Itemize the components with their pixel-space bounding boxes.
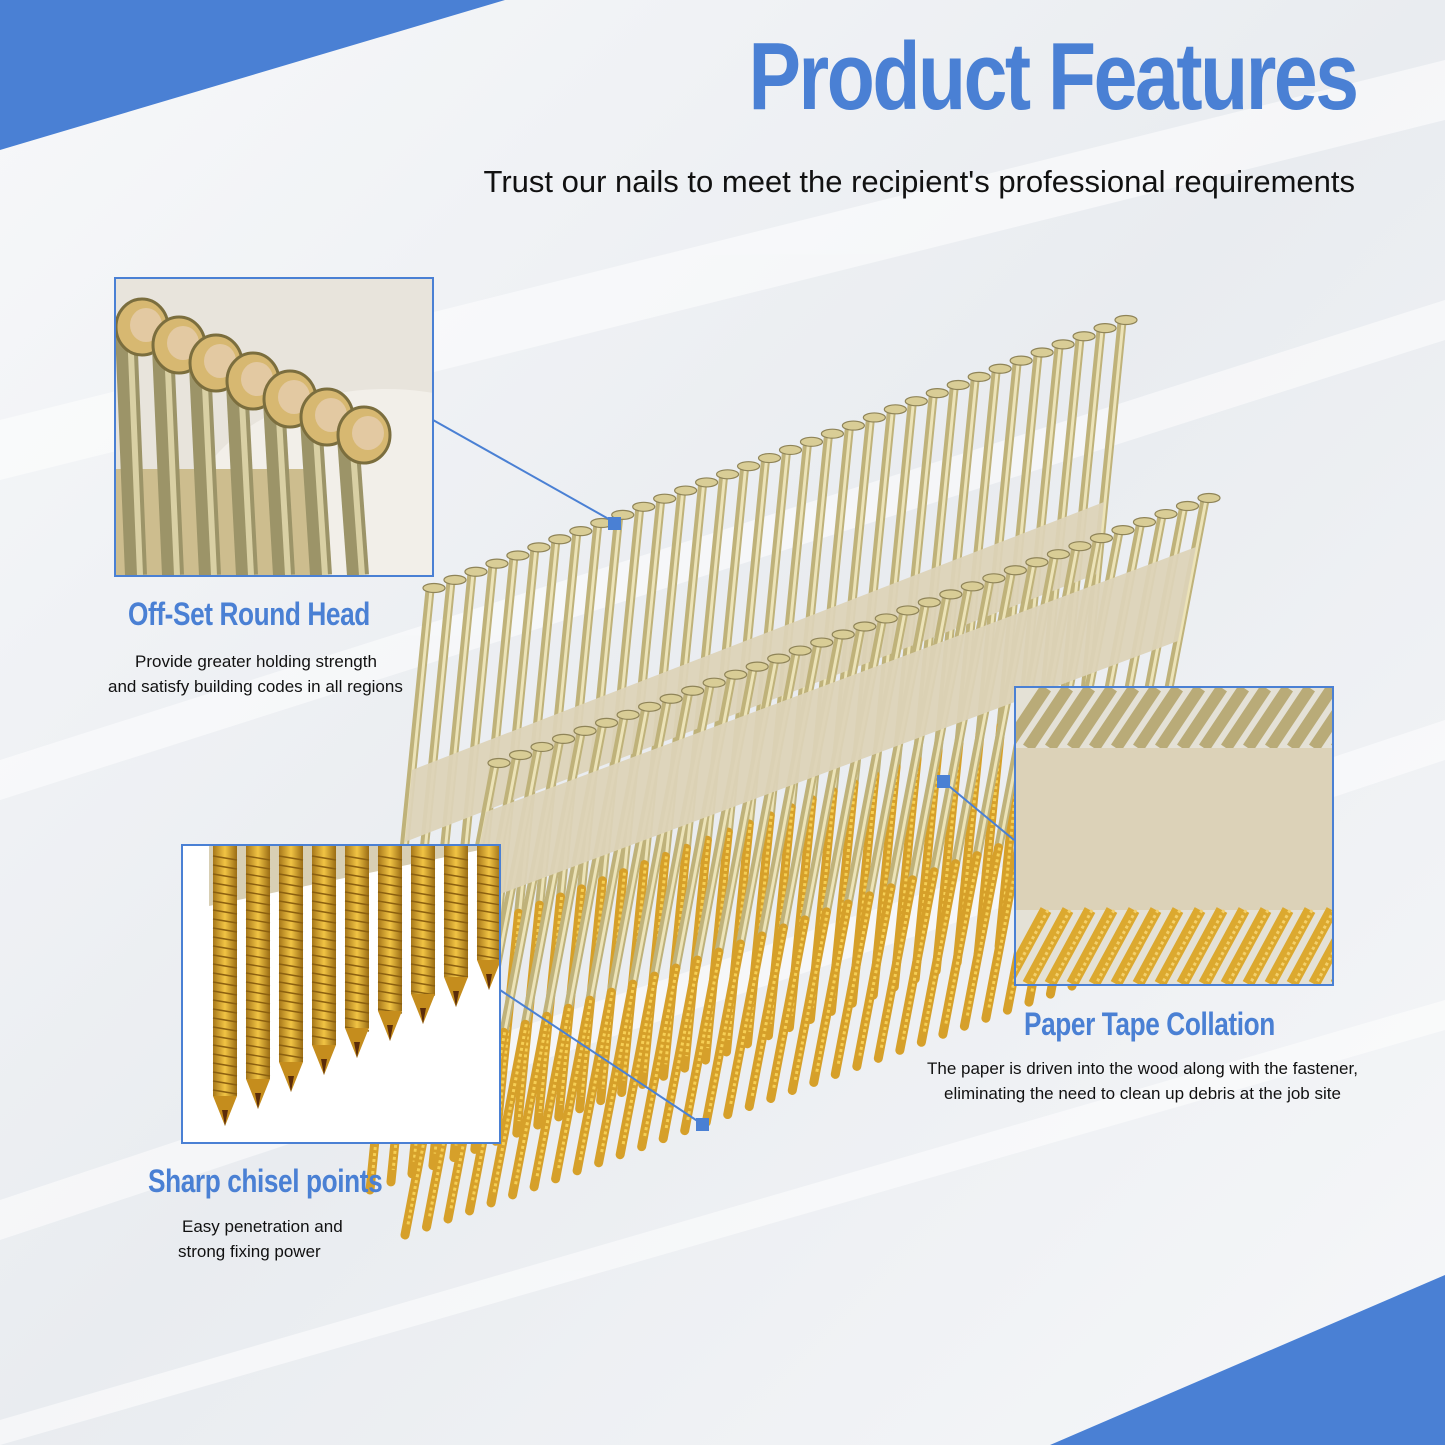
feature-desc-round-head-line2: and satisfy building codes in all region… (108, 677, 403, 696)
closeup-shank (1133, 688, 1183, 752)
page-title: Product Features (748, 23, 1360, 130)
closeup-chisel-point (311, 846, 337, 1075)
feature-desc-chisel-points-line2: strong fixing power (178, 1242, 321, 1261)
closeup-tip (1154, 907, 1206, 984)
closeup-tip (1264, 907, 1316, 984)
closeup-tip (1022, 907, 1074, 984)
closeup-tip (1016, 907, 1052, 979)
feature-desc-round-head-line1: Provide greater holding strength (135, 652, 377, 671)
closeup-shank (1243, 688, 1293, 752)
closeup-shank (1199, 688, 1249, 752)
closeup-chisel-point (245, 846, 271, 1109)
feature-title-paper-tape: Paper Tape Collation (1024, 1006, 1275, 1042)
feature-desc-paper-tape-line2: eliminating the need to clean up debris … (944, 1084, 1341, 1103)
front-strip-nail (486, 725, 597, 1208)
closeup-shank (1067, 688, 1117, 752)
closeup-tip (1286, 907, 1332, 984)
closeup-chisel-point (212, 846, 238, 1126)
closeup-chisel-point (377, 846, 403, 1041)
feature-desc-chisel-points-line1: Easy penetration and (182, 1217, 343, 1236)
closeup-shank (1287, 688, 1332, 752)
closeup-shank (1155, 688, 1205, 752)
round-head-closeup (114, 277, 434, 577)
closeup-shank (1045, 688, 1095, 752)
chisel-points-closeup (181, 844, 501, 1144)
closeup-chisel-point (476, 846, 499, 990)
closeup-shank (1309, 710, 1332, 752)
closeup-tip (1198, 907, 1250, 984)
closeup-round-head (336, 405, 392, 575)
closeup-shank (1265, 688, 1315, 752)
feature-desc-round-head: Provide greater holding strength and sat… (108, 649, 403, 699)
closeup-tip (1110, 907, 1162, 984)
closeup-tip (1220, 907, 1272, 984)
closeup-tip (1066, 907, 1118, 984)
closeup-shank (1016, 688, 1051, 744)
paper-tape-closeup-image (1016, 688, 1332, 984)
corner-band-top-left (0, 0, 505, 150)
corner-band-bottom-right (1050, 1275, 1445, 1445)
head-marker (608, 517, 621, 530)
closeup-tip (1242, 907, 1294, 984)
closeup-shank (1023, 688, 1073, 752)
leader-lines (432, 419, 1015, 1125)
closeup-tip (1044, 907, 1096, 984)
feature-desc-paper-tape-line1: The paper is driven into the wood along … (927, 1059, 1358, 1078)
points-marker (696, 1118, 709, 1131)
closeup-chisel-point (410, 846, 436, 1024)
feature-title-round-head: Off-Set Round Head (128, 596, 370, 632)
feature-title-chisel-points: Sharp chisel points (148, 1163, 383, 1199)
chisel-points-closeup-image (183, 846, 499, 1142)
closeup-chisel-point (278, 846, 304, 1092)
closeup-shank (1221, 688, 1271, 752)
front-strip-paper-tape (468, 547, 1196, 906)
closeup-chisel-point (344, 846, 370, 1058)
closeup-tip (1088, 907, 1140, 984)
closeup-shank (1089, 688, 1139, 752)
closeup-tip (1132, 907, 1184, 984)
feature-desc-chisel-points: Easy penetration and strong fixing power (178, 1214, 343, 1264)
feature-desc-paper-tape: The paper is driven into the wood along … (927, 1056, 1358, 1106)
closeup-shank (1177, 688, 1227, 752)
closeup-tip (1308, 938, 1332, 984)
page-subtitle: Trust our nails to meet the recipient's … (483, 164, 1355, 199)
closeup-tip (1176, 907, 1228, 984)
round-head-closeup-image (116, 279, 432, 575)
paper-tape-closeup (1014, 686, 1334, 986)
closeup-shank (1111, 688, 1161, 752)
tape-marker (937, 775, 950, 788)
closeup-chisel-point (443, 846, 469, 1007)
